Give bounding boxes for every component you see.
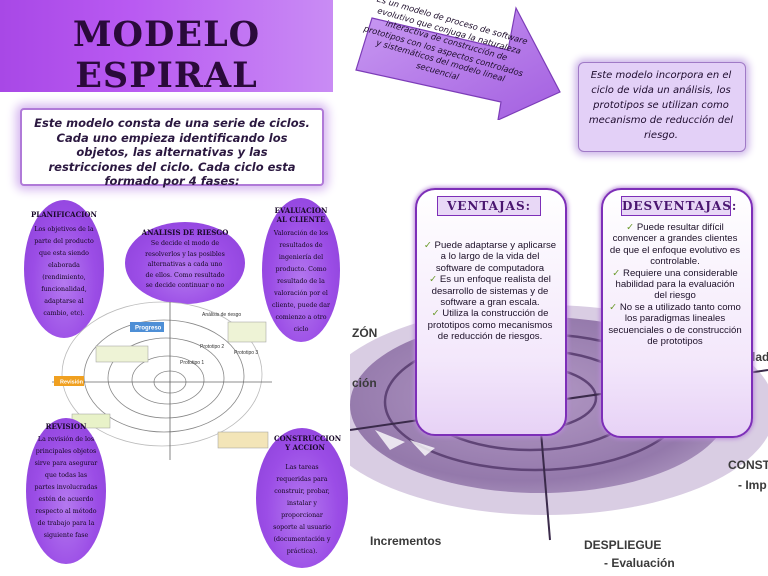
photo-label-incrementos: Incrementos bbox=[370, 534, 442, 548]
desventajas-card bbox=[601, 188, 753, 438]
desventajas-item: ✓ Puede resultar difícil convencer a gra… bbox=[609, 222, 741, 268]
intro-box bbox=[20, 108, 324, 186]
check-icon: ✓ bbox=[612, 267, 624, 279]
desventajas-list: ✓ Puede resultar difícil convencer a gra… bbox=[608, 222, 742, 347]
revision-tag bbox=[54, 376, 84, 386]
photo-label-despliegue: DESPLIEGUE bbox=[584, 538, 662, 552]
progreso-tag bbox=[130, 322, 164, 332]
revision-text: La revisión de los principales objetos s… bbox=[34, 436, 98, 539]
planificacion-oval: PLANIFICACION Los objetivos de la parte … bbox=[24, 200, 104, 338]
check-icon: ✓ bbox=[429, 274, 440, 286]
photo-label-constru: CONSTRU bbox=[728, 458, 768, 472]
page-title: MODELO ESPIRAL bbox=[72, 14, 261, 96]
objetivos-box bbox=[95, 345, 149, 363]
check-icon: ✓ bbox=[609, 301, 620, 313]
photo-label-cion: ción bbox=[352, 376, 377, 390]
revision-title: REVISION bbox=[45, 422, 87, 431]
analisis-text: Se decide el modo de resolverlos y las p… bbox=[145, 240, 225, 289]
top-right-text: Este modelo incorpora en el ciclo de vid… bbox=[588, 70, 734, 141]
desventajas-item: ✓ No se a utilizado tanto como los parad… bbox=[608, 301, 742, 348]
planificacion-title: PLANIFICACION bbox=[31, 210, 97, 219]
revision-label: Revisión bbox=[60, 380, 84, 386]
construccion-oval: CONSTRUCCION Y ACCION Las tareas requeri… bbox=[256, 428, 348, 568]
analisis-riesgo-label: Análisis de riesgo bbox=[202, 312, 241, 318]
planificacion-text: Los objetivos de la parte del producto q… bbox=[34, 226, 94, 317]
ventajas-item: ✓ Utiliza la construcción de prototipos … bbox=[427, 308, 553, 343]
check-icon: ✓ bbox=[423, 240, 435, 251]
ventajas-card bbox=[415, 188, 567, 436]
desventajas-item: ✓ Requiere una considerable habilidad pa… bbox=[612, 267, 738, 302]
top-right-box bbox=[578, 62, 746, 152]
spiral-diagram: Progreso Revisión Prototipo 2 Prototipo … bbox=[52, 301, 272, 460]
ventajas-title: VENTAJAS: bbox=[437, 196, 541, 216]
title-banner bbox=[0, 0, 333, 92]
riesgos-box bbox=[227, 321, 267, 343]
prototipo3-label: Prototipo 3 bbox=[234, 350, 258, 356]
photo-label-lad: lad bbox=[752, 350, 768, 364]
prototipo1-label: Prototipo 1 bbox=[180, 360, 204, 366]
evaluacion-title: EVALUACION AL CLIENTE bbox=[274, 206, 328, 224]
construccion-text: Las tareas requeridas para construir, pr… bbox=[273, 464, 331, 555]
ventajas-item: ✓ Es un enfoque realista del desarrollo … bbox=[429, 274, 551, 309]
check-icon: ✓ bbox=[431, 308, 443, 320]
desventajas-title: DESVENTAJAS: bbox=[621, 196, 736, 216]
ventajas-list: ✓ Puede adaptarse y aplicarse a lo largo… bbox=[423, 240, 557, 343]
photo-label-imp: - Imp bbox=[738, 478, 767, 492]
photo-label-evaluacion: - Evaluación bbox=[604, 556, 675, 570]
analisis-title: ANALISIS DE RIESGO bbox=[141, 228, 229, 237]
desarrollar-box bbox=[217, 431, 269, 449]
evaluacion-text: Valoración de los resultados de ingenier… bbox=[272, 230, 330, 333]
construccion-title: CONSTRUCCION Y ACCION bbox=[274, 434, 342, 452]
prototipo2-label: Prototipo 2 bbox=[200, 344, 224, 350]
arrow-shape bbox=[355, 6, 561, 120]
evaluacion-oval: EVALUACION AL CLIENTE Valoración de los … bbox=[262, 198, 340, 342]
ventajas-item: ✓ Puede adaptarse y aplicarse a lo largo… bbox=[423, 240, 557, 274]
photo-label-zon: ZÓN bbox=[352, 326, 378, 340]
progreso-label: Progreso bbox=[135, 326, 162, 332]
analisis-oval: ANALISIS DE RIESGO Se decide el modo de … bbox=[125, 222, 245, 304]
intro-text: Este modelo consta de una serie de ciclo… bbox=[34, 116, 310, 188]
revision-oval: REVISION La revisión de los principales … bbox=[26, 418, 106, 564]
check-icon: ✓ bbox=[626, 222, 637, 233]
